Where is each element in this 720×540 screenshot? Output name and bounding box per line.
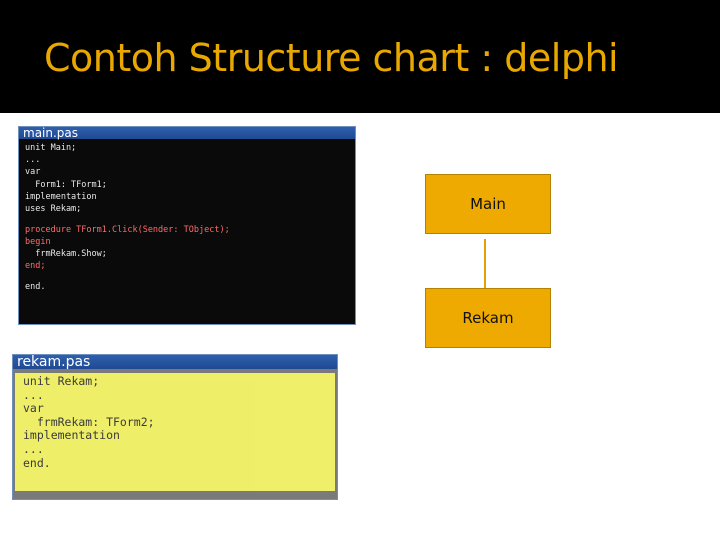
main_pas-code-line: implementation <box>25 191 97 202</box>
main_pas-code-line <box>25 215 349 224</box>
rekam_pas-code-line: ... <box>23 387 44 402</box>
main_pas-code-line: uses Rekam; <box>25 204 82 215</box>
module-box-rekam: Rekam <box>425 288 551 348</box>
module-connector <box>484 239 486 288</box>
slide-title: Contoh Structure chart : delphi <box>44 36 619 80</box>
rekam_pas-code-line: var <box>23 401 44 416</box>
rekam_pas-code-line: unit Rekam; <box>23 374 100 388</box>
rekam_pas-code-line: implementation <box>23 428 120 443</box>
rekam-pas-code-panel: rekam.pas unit Rekam;...var frmRekam: TF… <box>12 354 338 500</box>
main_pas-code-line: end. <box>25 282 46 293</box>
main_pas-code-line: procedure TForm1.Click(Sender: TObject); <box>25 224 230 235</box>
title-bar: Contoh Structure chart : delphi <box>0 0 720 113</box>
main_pas-code-line: frmRekam.Show; <box>25 249 107 260</box>
rekam-pas-filename: rekam.pas <box>13 355 337 369</box>
main_pas-code-line: Form1: TForm1; <box>25 179 107 190</box>
main_pas-code-line: var <box>25 167 41 178</box>
main-pas-code-panel: main.pas unit Main;...var Form1: TForm1;… <box>18 126 356 325</box>
main-pas-code: unit Main;...var Form1: TForm1;implement… <box>19 139 355 296</box>
rekam_pas-code-line: frmRekam: TForm2; <box>23 414 155 429</box>
main_pas-code-line: ... <box>25 155 41 166</box>
main_pas-code-line: end; <box>25 261 46 272</box>
module-box-main: Main <box>425 174 551 234</box>
rekam_pas-code-line: ... <box>23 441 44 456</box>
main_pas-code-line <box>25 273 349 282</box>
rekam-pas-code: unit Rekam;...var frmRekam: TForm2;imple… <box>15 373 335 491</box>
rekam_pas-code-line: end. <box>23 455 51 470</box>
main_pas-code-line: unit Main; <box>25 143 77 153</box>
main-pas-filename: main.pas <box>19 127 355 139</box>
main_pas-code-line: begin <box>25 236 51 247</box>
